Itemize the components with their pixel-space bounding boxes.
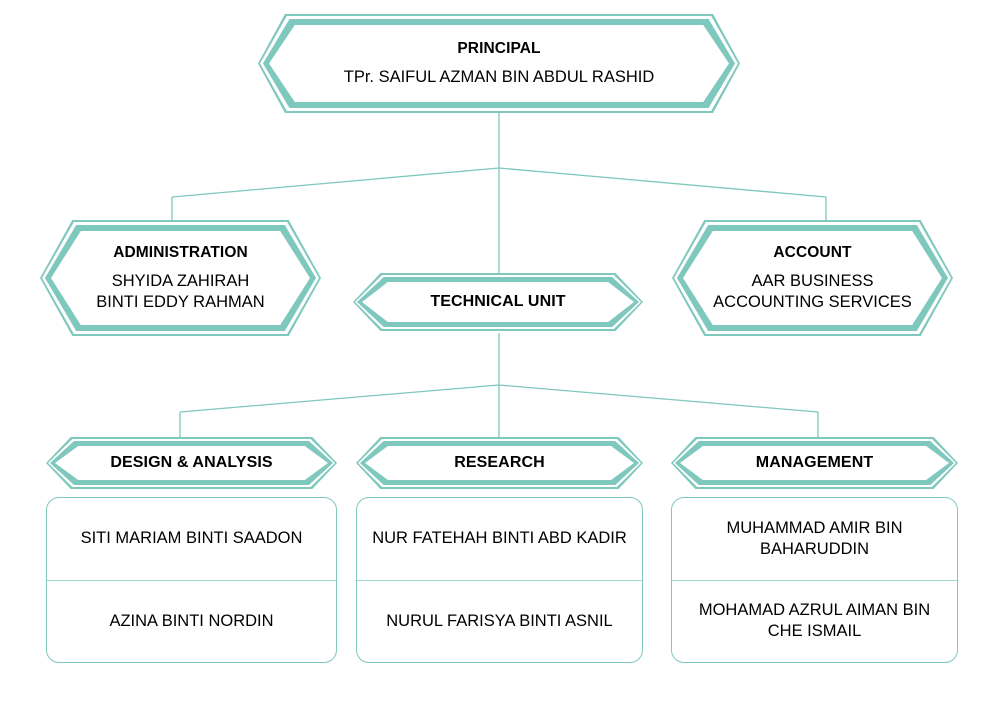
technical-unit-title: TECHNICAL UNIT — [430, 293, 566, 310]
list-item[interactable]: MOHAMAD AZRUL AIMAN BIN CHE ISMAIL — [672, 579, 957, 663]
research-member-2: NURUL FARISYA BINTI ASNIL — [386, 611, 613, 630]
management-title: MANAGEMENT — [755, 454, 874, 471]
list-research: NUR FATEHAH BINTI ABD KADIR NURUL FARISY… — [356, 497, 643, 663]
account-provider: AAR BUSINESS ACCOUNTING SERVICES — [713, 271, 912, 313]
connector-technical-left-diagonal — [179, 384, 500, 413]
research-member-1: NUR FATEHAH BINTI ABD KADIR — [372, 529, 627, 548]
node-technical-unit[interactable]: TECHNICAL UNIT — [353, 273, 643, 331]
account-provider-line2: ACCOUNTING SERVICES — [713, 293, 912, 312]
connector-principal-left-diagonal — [171, 167, 500, 198]
administration-name: SHYIDA ZAHIRAH BINTI EDDY RAHMAN — [96, 271, 264, 313]
account-body — [683, 231, 942, 325]
list-item[interactable]: NURUL FARISYA BINTI ASNIL — [357, 579, 642, 663]
list-item[interactable]: SITI MARIAM BINTI SAADON — [47, 498, 336, 580]
management-body — [680, 446, 949, 480]
list-management: MUHAMMAD AMIR BIN BAHARUDDIN MOHAMAD AZR… — [671, 497, 958, 663]
technical-unit-body — [362, 282, 634, 322]
design-analysis-title: DESIGN & ANALYSIS — [110, 454, 273, 471]
research-body — [365, 446, 634, 480]
management-member-2: MOHAMAD AZRUL AIMAN BIN CHE ISMAIL — [698, 601, 931, 641]
design-analysis-member-1: SITI MARIAM BINTI SAADON — [80, 529, 303, 548]
administration-title: ADMINISTRATION — [113, 243, 248, 261]
list-design-analysis: SITI MARIAM BINTI SAADON AZINA BINTI NOR… — [46, 497, 337, 663]
node-principal[interactable]: PRINCIPAL TPr. SAIFUL AZMAN BIN ABDUL RA… — [258, 14, 740, 113]
list-item[interactable]: AZINA BINTI NORDIN — [47, 579, 336, 663]
administration-name-line2: BINTI EDDY RAHMAN — [96, 293, 265, 312]
account-provider-line1: AAR BUSINESS — [751, 272, 874, 291]
management-member-1: MUHAMMAD AMIR BIN BAHARUDDIN — [726, 518, 903, 558]
node-administration[interactable]: ADMINISTRATION SHYIDA ZAHIRAH BINTI EDDY… — [40, 220, 321, 336]
design-analysis-member-2: AZINA BINTI NORDIN — [109, 611, 274, 630]
node-research[interactable]: RESEARCH — [356, 437, 643, 489]
list-item[interactable]: NUR FATEHAH BINTI ABD KADIR — [357, 498, 642, 580]
administration-name-line1: SHYIDA ZAHIRAH — [111, 272, 250, 291]
connector-technical-right-diagonal — [498, 384, 819, 413]
principal-name: TPr. SAIFUL AZMAN BIN ABDUL RASHID — [343, 68, 655, 87]
principal-title: PRINCIPAL — [457, 39, 541, 57]
node-account[interactable]: ACCOUNT AAR BUSINESS ACCOUNTING SERVICES — [672, 220, 953, 336]
list-item[interactable]: MUHAMMAD AMIR BIN BAHARUDDIN — [672, 498, 957, 580]
account-title: ACCOUNT — [773, 243, 852, 261]
principal-body — [269, 25, 729, 102]
administration-body — [51, 231, 310, 325]
design-analysis-body — [55, 446, 328, 480]
node-management[interactable]: MANAGEMENT — [671, 437, 958, 489]
research-title: RESEARCH — [454, 454, 545, 471]
node-design-analysis[interactable]: DESIGN & ANALYSIS — [46, 437, 337, 489]
connector-principal-right-diagonal — [498, 167, 827, 198]
